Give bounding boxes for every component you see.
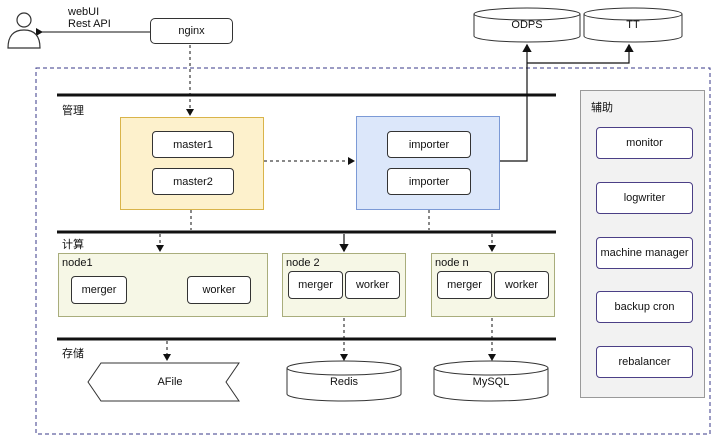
to-tt-arrow <box>527 43 634 64</box>
afile-shape <box>87 362 240 402</box>
node1-title: node1 <box>62 257 93 269</box>
noden-worker-label: worker <box>504 279 538 291</box>
node1-worker-label: worker <box>202 284 236 296</box>
user-label: webUI Rest API <box>68 6 111 30</box>
tt-cylinder <box>583 7 683 43</box>
importer-label-2: importer <box>408 175 450 188</box>
user-icon <box>7 12 41 49</box>
importer-box-1: importer <box>387 131 471 158</box>
master1-label: master1 <box>173 138 213 151</box>
importer-to-stores-line <box>500 63 528 162</box>
mysql-label: MySQL <box>472 376 510 388</box>
noden-group: node n merger worker <box>431 253 555 317</box>
aux-panel: 辅助 monitor logwriter machine manager bac… <box>580 90 705 398</box>
section-storage-label: 存储 <box>62 348 84 360</box>
node1-merger-label: merger <box>81 284 117 296</box>
aux-rebalancer-label: rebalancer <box>618 356 671 368</box>
importer-label-1: importer <box>408 138 450 151</box>
node2-worker-label: worker <box>355 279 389 291</box>
system-boundary <box>35 67 711 435</box>
node2-title: node 2 <box>286 257 320 269</box>
odps-cylinder <box>473 7 581 43</box>
master1-box: master1 <box>152 131 234 158</box>
importer-box-2: importer <box>387 168 471 195</box>
noden-title: node n <box>435 257 469 269</box>
nginx-box: nginx <box>150 18 233 44</box>
aux-monitor-box: monitor <box>596 127 693 159</box>
mysql-cylinder <box>433 360 549 402</box>
section-manage-label: 管理 <box>62 105 84 117</box>
aux-machine-manager-label: machine manager <box>600 247 689 259</box>
master2-label: master2 <box>173 175 213 188</box>
noden-merger-box: merger <box>437 271 492 299</box>
afile-label: AFile <box>157 376 183 388</box>
aux-title: 辅助 <box>591 102 613 114</box>
aux-backup-cron-box: backup cron <box>596 291 693 323</box>
user-label-line2: Rest API <box>68 18 111 30</box>
section-compute-label: 计算 <box>62 239 84 251</box>
tt-label: TT <box>626 19 640 31</box>
master-group: master1 master2 <box>120 117 264 210</box>
node1-worker-box: worker <box>187 276 251 304</box>
odps-label: ODPS <box>511 19 543 31</box>
node1-merger-box: merger <box>71 276 127 304</box>
node2-group: node 2 merger worker <box>282 253 406 317</box>
aux-logwriter-box: logwriter <box>596 182 693 214</box>
master2-box: master2 <box>152 168 234 195</box>
node2-worker-box: worker <box>345 271 400 299</box>
noden-worker-box: worker <box>494 271 549 299</box>
node2-merger-label: merger <box>298 279 333 291</box>
aux-backup-cron-label: backup cron <box>614 301 675 313</box>
redis-label: Redis <box>329 376 359 388</box>
noden-merger-label: merger <box>447 279 482 291</box>
aux-logwriter-label: logwriter <box>623 192 666 204</box>
node2-merger-box: merger <box>288 271 343 299</box>
redis-cylinder <box>286 360 402 402</box>
nginx-label: nginx <box>178 25 205 37</box>
aux-monitor-label: monitor <box>626 137 663 149</box>
aux-rebalancer-box: rebalancer <box>596 346 693 378</box>
aux-machine-manager-box: machine manager <box>596 237 693 269</box>
user-label-line1: webUI <box>68 6 100 18</box>
node1-group: node1 merger worker <box>58 253 268 317</box>
importer-group: importer importer <box>356 116 500 210</box>
